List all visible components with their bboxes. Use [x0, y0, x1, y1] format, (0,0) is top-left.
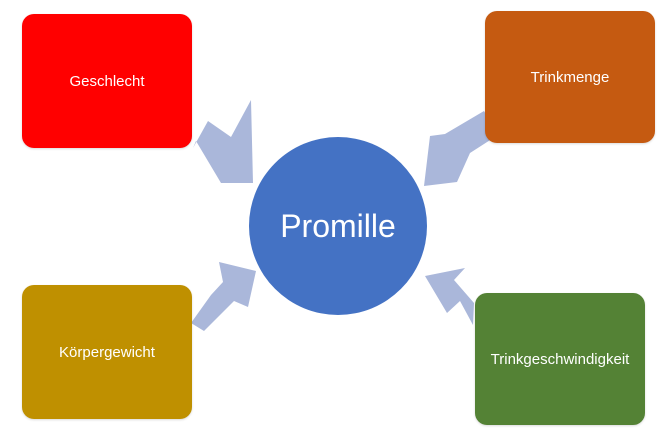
- factor-koerpergewicht: Körpergewicht: [22, 285, 192, 419]
- factor-trinkmenge: Trinkmenge: [485, 11, 655, 143]
- center-label: Promille: [280, 207, 396, 244]
- arrow-koerpergewicht: [191, 262, 256, 331]
- factor-geschlecht: Geschlecht: [22, 14, 192, 148]
- arrow-trinkgeschwindigkeit: [425, 268, 474, 325]
- factor-label: Trinkgeschwindigkeit: [490, 350, 630, 368]
- factor-label: Geschlecht: [69, 72, 145, 90]
- arrow-geschlecht: [193, 100, 253, 183]
- factor-label: Körpergewicht: [59, 343, 155, 361]
- factor-label: Trinkmenge: [530, 68, 610, 86]
- arrow-trinkmenge: [424, 111, 498, 186]
- center-promille: Promille: [249, 137, 427, 315]
- factor-trinkgeschwindigkeit: Trinkgeschwindigkeit: [475, 293, 645, 425]
